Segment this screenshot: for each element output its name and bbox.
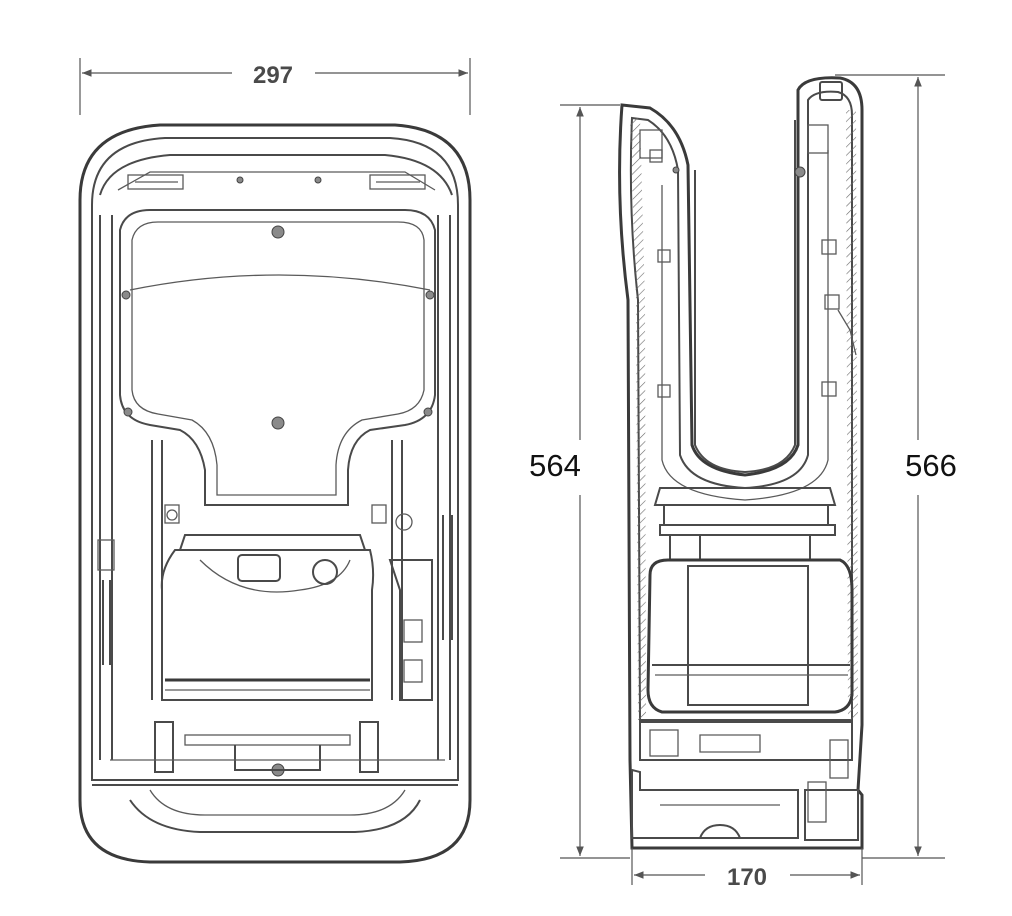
screw-top bbox=[271, 225, 285, 239]
screw-mid bbox=[271, 416, 285, 430]
bottom-tray-front bbox=[110, 721, 445, 773]
motor-housing-front bbox=[160, 534, 375, 701]
dim-label-564: 564 bbox=[529, 448, 581, 483]
control-module bbox=[388, 515, 453, 701]
base-side bbox=[631, 721, 859, 841]
mounting-clips bbox=[164, 504, 413, 531]
front-view bbox=[78, 123, 472, 864]
right-prong-details bbox=[794, 81, 857, 397]
motor-side bbox=[646, 487, 854, 714]
dimension-height-left: 564 bbox=[529, 104, 630, 859]
left-sensor bbox=[97, 539, 115, 665]
dim-label-566: 566 bbox=[905, 448, 957, 483]
side-view bbox=[618, 76, 864, 850]
dimension-width-front: 297 bbox=[79, 58, 471, 115]
dim-label-297: 297 bbox=[253, 62, 293, 89]
dimension-height-right: 566 bbox=[835, 74, 957, 859]
left-prong-details bbox=[639, 129, 680, 398]
top-grille bbox=[127, 174, 426, 190]
dimension-depth-side: 170 bbox=[631, 848, 863, 891]
dim-label-170: 170 bbox=[727, 864, 767, 891]
